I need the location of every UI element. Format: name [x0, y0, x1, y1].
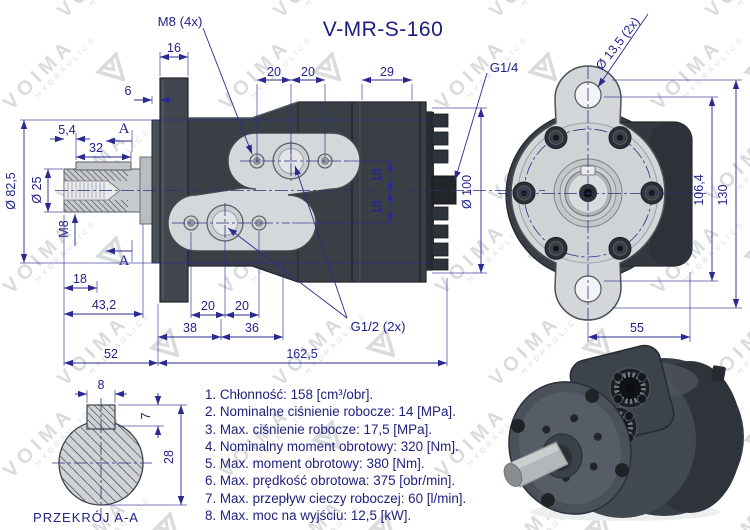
dim-16: 16 [167, 41, 181, 55]
body-top-highlight [188, 101, 299, 119]
dim-8: 8 [98, 378, 105, 392]
dim-20-top-b: 20 [301, 65, 315, 79]
rear-cap-nubs [431, 113, 449, 271]
dim-20-bot-b: 20 [235, 299, 249, 313]
front-view [505, 65, 693, 321]
watermark [310, 50, 355, 95]
section-marker-a-top: A [119, 121, 130, 137]
dim-6: 6 [125, 84, 132, 98]
dim-dia-82-5: Ø 82,5 [4, 172, 18, 210]
dim-52: 52 [104, 347, 118, 361]
spec-item: 4. Nominalny moment obrotowy: 320 [Nm]. [205, 438, 459, 454]
dim-29: 29 [380, 65, 394, 79]
watermark [580, 326, 625, 371]
bolt-heads [512, 126, 664, 260]
watermark [526, 50, 571, 95]
dim-m8: M8 [57, 220, 71, 237]
product-photo [503, 344, 744, 521]
spec-list: 1. Chłonność: 158 [cm³/obr]. 2. Nominaln… [205, 386, 466, 524]
drawing-title: V-MR-S-160 [322, 18, 444, 41]
spec-item: 6. Max. prędkość obrotowa: 375 [obr/min]… [205, 473, 456, 489]
spec-item: 5. Max. moment obrotowy: 380 [Nm]. [205, 456, 425, 472]
voima-logo-icon [364, 326, 396, 358]
voima-logo-icon [94, 50, 126, 82]
dim-106-4: 106,4 [692, 174, 706, 205]
dimension-text: M8 (4x) G1/4 G1/2 (2x) 16 6 20 20 29 5,4… [4, 14, 730, 525]
dim-162-5: 162,5 [286, 347, 317, 361]
dim-38: 38 [183, 321, 197, 335]
voima-logo-icon [526, 50, 558, 82]
watermark [310, 418, 355, 463]
rear-cap-base [426, 112, 434, 270]
dim-55: 55 [630, 321, 644, 335]
dim-28: 28 [162, 450, 176, 464]
dim-18-vert-b: 18 [370, 200, 384, 214]
label-g12: G1/2 (2x) [351, 319, 406, 334]
mounting-flange [159, 77, 189, 303]
watermark [94, 50, 139, 95]
voima-logo-icon [580, 326, 612, 358]
dim-18-left: 18 [73, 272, 87, 286]
photo-shaft-highlight [512, 444, 559, 470]
spec-item: 7. Max. przepływ cieczy roboczej: 60 [l/… [205, 490, 467, 506]
spec-item: 1. Chłonność: 158 [cm³/obr]. [205, 387, 374, 402]
rear-port-plug [431, 175, 457, 205]
dim-7: 7 [139, 412, 153, 419]
label-m8-4x: M8 (4x) [158, 14, 203, 29]
spec-item: 2. Nominalne ciśnienie robocze: 14 [MPa]… [205, 404, 456, 420]
dim-dia-100: Ø 100 [460, 175, 474, 209]
photo-plug [711, 365, 726, 382]
dim-36: 36 [245, 321, 259, 335]
spec-item: 8. Max. moc na wyjściu: 12,5 [kW]. [205, 508, 412, 524]
watermark [364, 326, 409, 371]
voima-logo-icon [310, 418, 342, 450]
dimension-lines [20, 13, 742, 506]
dim-32: 32 [89, 141, 103, 155]
centerlines [52, 66, 706, 516]
shaft-key [75, 161, 132, 171]
section-marker-a-bottom: A [119, 253, 130, 269]
dim-20-top-a: 20 [267, 65, 281, 79]
spec-item: 3. Max. ciśnienie robocze: 17,5 [MPa]. [205, 421, 433, 437]
body-side-dark [650, 123, 692, 265]
label-g14: G1/4 [490, 60, 519, 75]
voima-logo-icon [310, 50, 342, 82]
dim-20-bot-a: 20 [201, 299, 215, 313]
dim-dia-25: Ø 25 [30, 176, 44, 203]
section-caption: PRZEKRÓJ A-A [33, 510, 139, 525]
dim-18-vert-a: 18 [370, 168, 384, 182]
dim-5-4: 5,4 [58, 123, 75, 137]
dim-43-2: 43,2 [92, 298, 116, 312]
dim-130: 130 [716, 185, 730, 206]
photo-port-1 [609, 367, 651, 409]
photo-shaft-end [503, 463, 523, 487]
